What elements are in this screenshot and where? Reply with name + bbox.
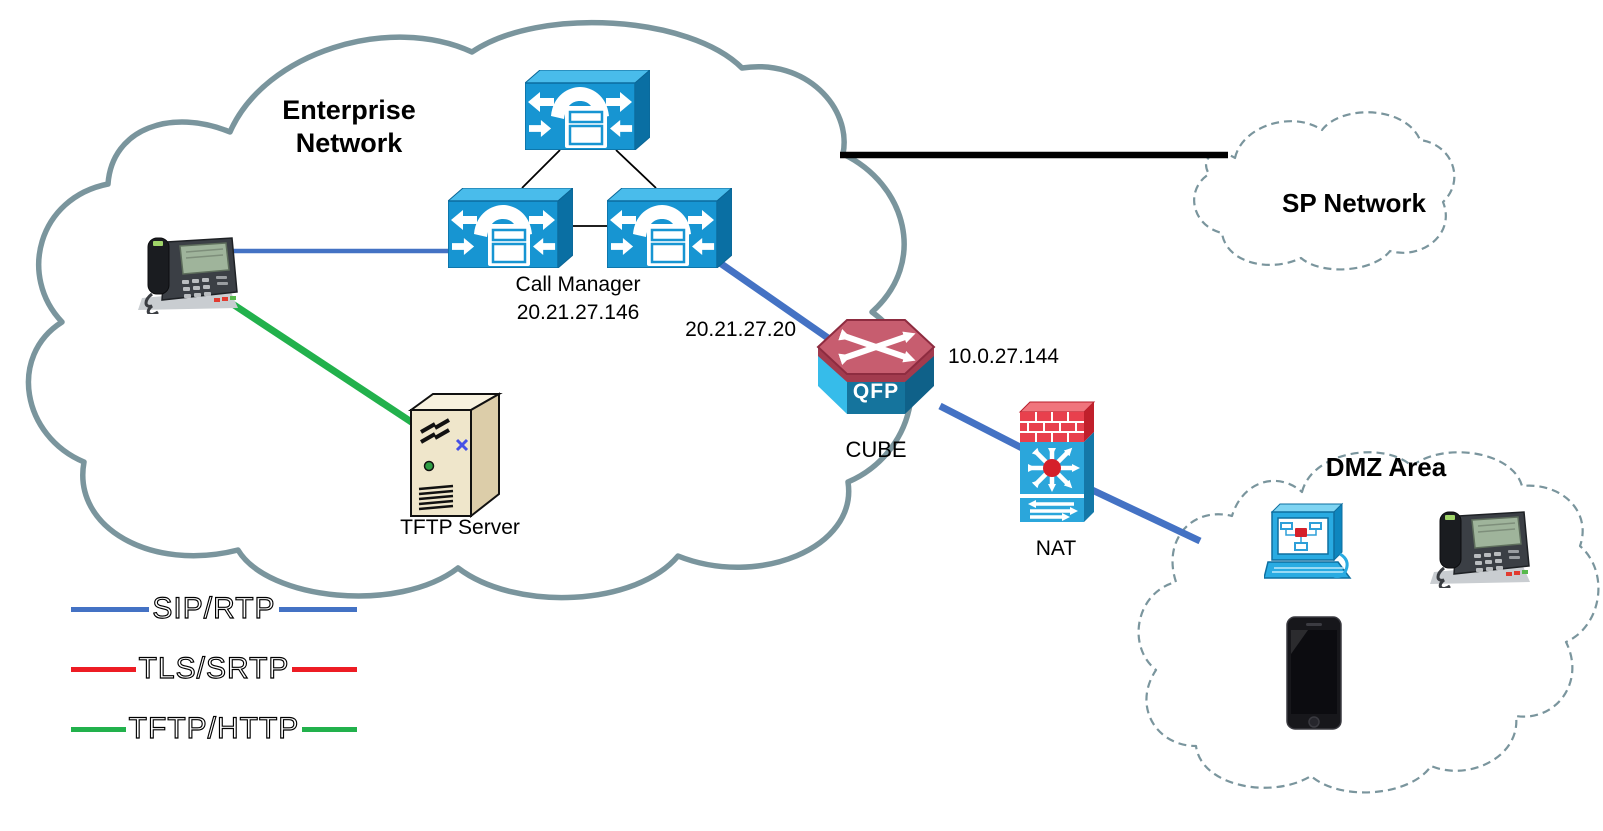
nat-label: NAT — [1035, 537, 1077, 560]
ip-phone-icon — [138, 232, 238, 316]
softphone-pc-icon — [1263, 502, 1352, 586]
call-manager-ip: 20.21.27.146 — [516, 301, 640, 324]
legend-line-sip-left — [71, 606, 150, 612]
legend-label-tls: TLS/SRTP — [138, 651, 290, 685]
sip-line-cm-to-cube — [718, 260, 830, 341]
legend-line-tls-left — [71, 666, 136, 672]
cube-outside-ip-label: 10.0.27.144 — [948, 345, 1059, 368]
server-icon — [405, 390, 505, 520]
legend-line-tftp-left — [71, 726, 126, 732]
call-manager-icon — [446, 186, 575, 270]
firewall-nat-icon — [1014, 400, 1098, 534]
qfp-badge: QFP — [852, 380, 900, 403]
cm-cluster-link-left — [521, 149, 561, 189]
legend-item-tls-srtp: TLS/SRTP — [68, 651, 360, 687]
call-manager-label: Call Manager 20.21.27.146 — [468, 271, 688, 327]
tftp-server-label: TFTP Server — [400, 516, 520, 539]
enterprise-network-label: Enterprise Network — [282, 95, 416, 158]
enterprise-cloud — [25, 19, 915, 601]
dmz-cloud — [1137, 451, 1600, 794]
call-manager-icon — [523, 68, 652, 152]
legend-label-sip: SIP/RTP — [152, 591, 276, 625]
legend-line-sip-right — [278, 606, 357, 612]
legend-label-tftp: TFTP/HTTP — [128, 711, 300, 745]
sip-line-cube-to-nat — [938, 402, 1026, 453]
sp-network-label: SP Network — [1281, 188, 1426, 218]
cube-label: CUBE — [845, 437, 907, 462]
tftp-line-phone-to-server — [226, 298, 427, 434]
legend-item-sip-rtp: SIP/RTP — [68, 591, 360, 627]
sp-network-cloud — [1193, 111, 1456, 271]
cm-cluster-link-right — [615, 149, 657, 189]
ip-phone-icon — [1430, 506, 1530, 590]
sip-line-nat-to-dmz — [1088, 485, 1202, 545]
smartphone-icon — [1286, 616, 1342, 730]
call-manager-icon — [605, 186, 734, 270]
cube-inside-ip-label: 20.21.27.20 — [685, 318, 796, 341]
brick-pattern — [1020, 412, 1084, 442]
legend-item-tftp-http: TFTP/HTTP — [68, 711, 360, 747]
legend-line-tftp-right — [302, 726, 357, 732]
legend-line-tls-right — [292, 666, 358, 672]
router-icon — [812, 304, 940, 436]
dmz-area-label: DMZ Area — [1325, 452, 1447, 482]
